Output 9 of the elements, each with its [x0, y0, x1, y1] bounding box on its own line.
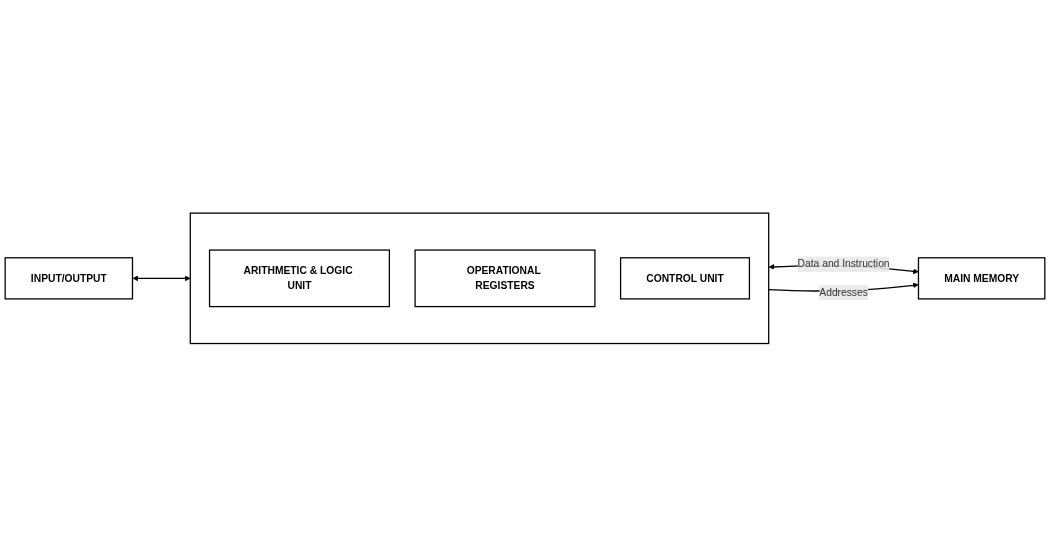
arrow: [132, 275, 191, 281]
cluster: [189, 212, 770, 344]
node-box: MAIN MEMORY: [917, 256, 1046, 300]
node-box: INPUT/OUTPUT: [4, 256, 134, 300]
node-box: ARITHMETIC & LOGIC UNIT: [208, 249, 390, 307]
edge-label: Addresses: [819, 286, 868, 298]
edge-label: Data and Instruction: [797, 258, 890, 270]
node-box: OPERATIONAL REGISTERS: [414, 249, 596, 307]
node-box: CONTROL UNIT: [619, 256, 751, 300]
